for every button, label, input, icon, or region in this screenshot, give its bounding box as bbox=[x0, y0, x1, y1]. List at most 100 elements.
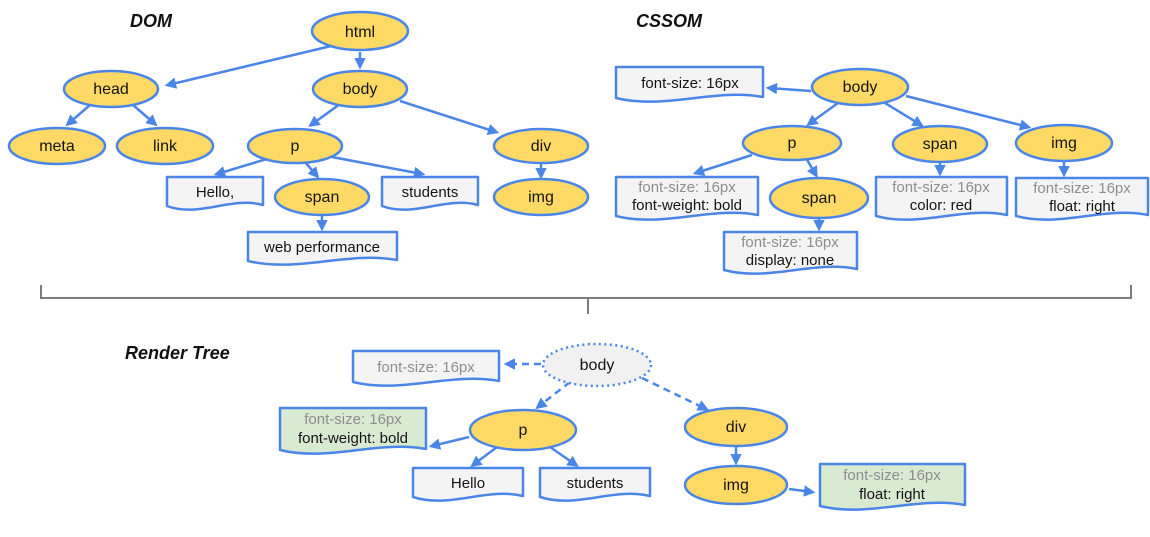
cssom-node-p: p bbox=[741, 124, 843, 162]
arrow-render-img-note bbox=[788, 485, 816, 497]
dom-node-p-label: p bbox=[291, 138, 300, 155]
cssom-note-img-line1: font-size: 16px bbox=[1033, 180, 1131, 197]
render-note-img-line2: float: right bbox=[859, 486, 926, 503]
render-node-body: body bbox=[541, 342, 653, 388]
dom-node-div: div bbox=[492, 127, 590, 165]
render-note-body-text: font-size: 16px bbox=[377, 359, 475, 376]
note-shape bbox=[722, 230, 859, 275]
cssom-arrows bbox=[692, 82, 1070, 232]
dom-node-img-label: img bbox=[528, 189, 554, 206]
dom-node-img: img bbox=[492, 177, 590, 217]
cssom-note-p-line2: font-weight: bold bbox=[632, 197, 742, 214]
arrow-render-body-div bbox=[641, 376, 710, 411]
dom-node-head: head bbox=[62, 69, 160, 109]
dom-note-students-text: students bbox=[402, 184, 459, 201]
cssom-note-img: font-size: 16px float: right bbox=[1014, 176, 1150, 221]
dom-title: DOM bbox=[130, 11, 173, 31]
dom-node-meta-label: meta bbox=[39, 138, 75, 155]
dom-node-div-label: div bbox=[531, 138, 551, 155]
arrow-dom-head-link bbox=[132, 104, 158, 127]
arrow-cssom-body-note bbox=[765, 82, 812, 95]
cssom-note-span-child-line2: display: none bbox=[746, 252, 834, 269]
cssom-node-p-label: p bbox=[788, 135, 797, 152]
cssom-node-span: span bbox=[891, 124, 989, 164]
note-shape bbox=[351, 349, 501, 387]
arrow-render-p-note bbox=[428, 435, 470, 450]
cssom-node-span-child: span bbox=[768, 176, 870, 220]
dom-node-head-label: head bbox=[93, 81, 129, 98]
note-shape bbox=[874, 175, 1009, 221]
dom-note-students: students bbox=[380, 175, 480, 211]
arrow-dom-head-meta bbox=[65, 104, 91, 127]
cssom-node-body-label: body bbox=[843, 79, 878, 96]
render-node-div-label: div bbox=[726, 419, 746, 436]
dom-node-span-label: span bbox=[305, 189, 340, 206]
arrow-dom-html-head bbox=[164, 44, 332, 89]
arrow-render-body-p bbox=[535, 381, 571, 410]
dom-node-link: link bbox=[115, 126, 215, 166]
cssom-note-span-line2: color: red bbox=[910, 197, 973, 214]
cssom-title: CSSOM bbox=[636, 11, 703, 31]
arrow-dom-p-hello bbox=[213, 156, 271, 178]
render-node-img: img bbox=[683, 464, 789, 506]
arrow-dom-body-p bbox=[308, 102, 341, 128]
render-note-students-text: students bbox=[567, 475, 624, 492]
arrow-dom-p-span bbox=[304, 161, 320, 179]
dom-node-html-label: html bbox=[345, 24, 375, 41]
dom-node-body-label: body bbox=[343, 81, 378, 98]
cssom-note-p: font-size: 16px font-weight: bold bbox=[614, 175, 760, 221]
note-shape bbox=[165, 175, 265, 211]
render-node-p: p bbox=[468, 408, 578, 452]
render-node-img-label: img bbox=[723, 477, 749, 494]
arrow-dom-p-students bbox=[331, 155, 426, 179]
note-shape bbox=[278, 406, 428, 455]
render-note-p-line1: font-size: 16px bbox=[304, 411, 402, 428]
note-shape bbox=[614, 65, 765, 103]
cssom-note-span-child: font-size: 16px display: none bbox=[722, 230, 859, 275]
note-shape bbox=[538, 466, 652, 502]
dom-note-web-performance-text: web performance bbox=[263, 239, 380, 256]
arrow-cssom-p-spanchild bbox=[804, 157, 818, 178]
section-divider-brace bbox=[40, 285, 1132, 314]
arrow-cssom-body-img bbox=[905, 94, 1032, 131]
render-tree-title: Render Tree bbox=[125, 343, 230, 363]
dom-note-web-performance: web performance bbox=[246, 230, 399, 266]
note-shape bbox=[818, 462, 967, 511]
render-note-body: font-size: 16px bbox=[351, 349, 501, 387]
dom-node-body: body bbox=[311, 69, 409, 109]
dom-node-link-label: link bbox=[153, 138, 178, 155]
render-note-img: font-size: 16px float: right bbox=[818, 462, 967, 511]
dom-arrows bbox=[65, 44, 547, 232]
cssom-node-body: body bbox=[810, 67, 910, 107]
cssom-node-img-label: img bbox=[1051, 135, 1077, 152]
arrow-dom-body-div bbox=[399, 99, 500, 135]
dom-node-html: html bbox=[310, 10, 410, 52]
note-shape bbox=[411, 466, 525, 502]
dom-note-hello: Hello, bbox=[165, 175, 265, 211]
render-note-hello-text: Hello bbox=[451, 475, 485, 492]
cssom-note-body-text: font-size: 16px bbox=[641, 75, 739, 92]
render-node-div: div bbox=[683, 406, 789, 448]
render-note-hello: Hello bbox=[411, 466, 525, 502]
note-shape bbox=[614, 175, 760, 221]
cssom-note-span-child-line1: font-size: 16px bbox=[741, 234, 839, 251]
cssom-node-img: img bbox=[1014, 123, 1114, 163]
arrow-render-p-students bbox=[549, 445, 579, 467]
arrow-cssom-body-p bbox=[806, 101, 839, 127]
cssom-note-span-line1: font-size: 16px bbox=[892, 179, 990, 196]
render-tree-arrows bbox=[428, 358, 816, 497]
cssom-note-p-line1: font-size: 16px bbox=[638, 179, 736, 196]
render-note-p-line2: font-weight: bold bbox=[298, 430, 408, 447]
dom-node-span: span bbox=[273, 177, 371, 217]
cssom-node-span-child-label: span bbox=[802, 190, 837, 207]
arrow-cssom-p-note bbox=[692, 153, 753, 177]
cssom-note-span: font-size: 16px color: red bbox=[874, 175, 1009, 221]
render-note-p: font-size: 16px font-weight: bold bbox=[278, 406, 428, 455]
render-note-img-line1: font-size: 16px bbox=[843, 467, 941, 484]
render-note-students: students bbox=[538, 466, 652, 502]
render-node-p-label: p bbox=[519, 422, 528, 439]
note-shape bbox=[380, 175, 480, 211]
note-shape bbox=[1014, 176, 1150, 221]
note-shape bbox=[246, 230, 399, 266]
